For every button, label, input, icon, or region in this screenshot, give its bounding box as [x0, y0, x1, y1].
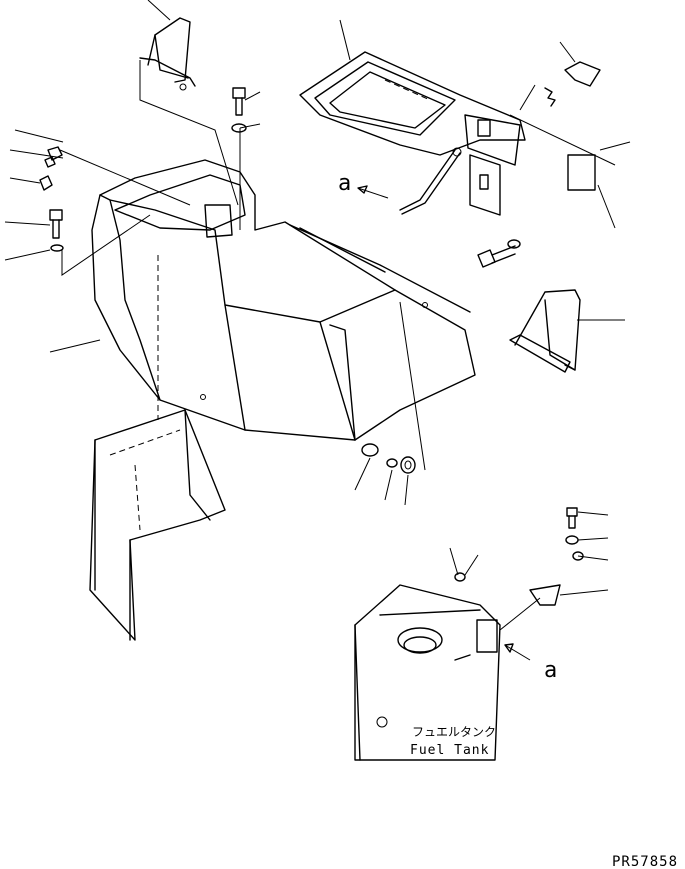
fuel-tank-label-en: Fuel Tank: [410, 743, 489, 758]
lid-frame: [299, 41, 601, 216]
fasteners-lower: [361, 443, 416, 474]
fuel-tank-label-jp: フュエルタンク: [412, 725, 496, 739]
fuel-tank: [354, 547, 561, 761]
view-arrow-label-lower: a: [544, 658, 557, 683]
main-cover: [91, 159, 476, 441]
lower-guard-panel: [89, 409, 226, 641]
handrail-right: [509, 289, 581, 373]
fasteners-left: [39, 87, 247, 252]
fasteners-mid-right: [477, 239, 521, 268]
handrail-left: [139, 0, 196, 91]
fasteners-tank: [565, 507, 584, 561]
drawing-number: PR57858: [612, 854, 678, 869]
view-arrow-label-upper: a: [338, 171, 351, 196]
leader-lines: [4, 19, 631, 720]
